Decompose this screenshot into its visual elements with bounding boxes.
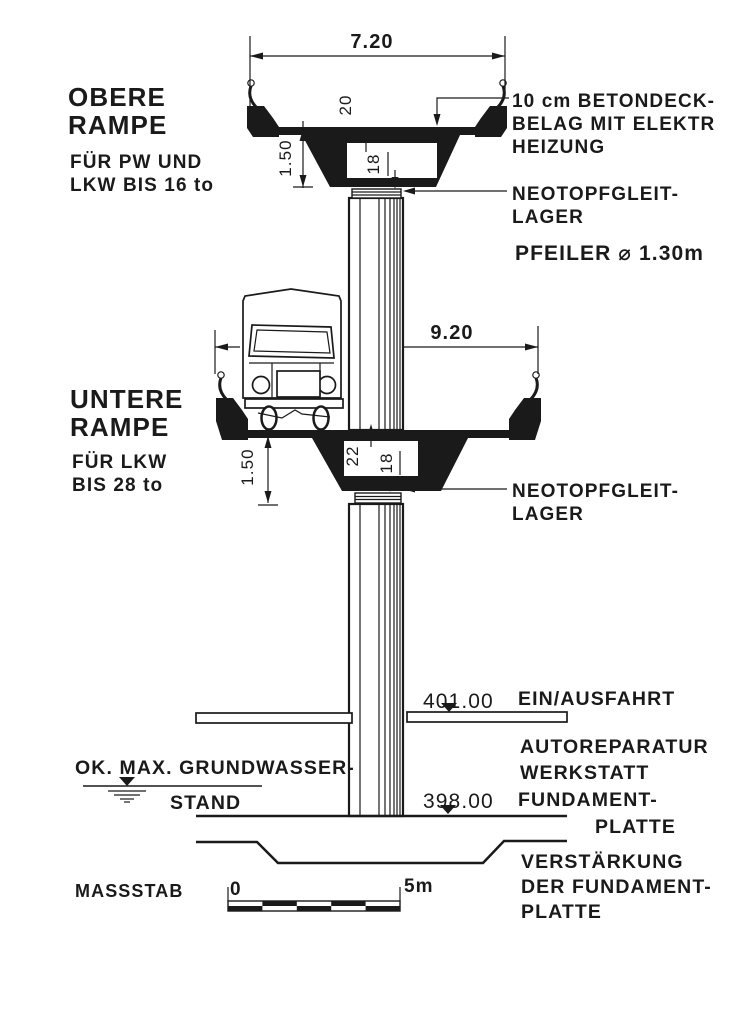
truck-windshield: [248, 324, 335, 359]
lower-ramp-subtitle-line2: BIS 28 to: [72, 475, 163, 496]
upper-ramp-cross-section: [247, 79, 507, 199]
groundwater-hatching: [108, 790, 146, 803]
bearing-upper: [351, 188, 402, 199]
bearing-lower-label-line2: LAGER: [512, 504, 584, 525]
dim-value: 9.20: [430, 322, 473, 344]
arrowhead-icon: [264, 436, 272, 448]
truck-headlight-right: [317, 375, 337, 395]
pier-upper-segment: [347, 196, 405, 432]
level-marker-398: [440, 805, 456, 814]
dim-value: 1.50: [238, 448, 257, 486]
workshop-label-line1: AUTOREPARATUR: [520, 736, 709, 758]
arrowhead-icon: [433, 114, 441, 126]
leader-deck-surface: [436, 97, 509, 118]
bearing-lower-label-line1: NEOTOPFGLEIT-: [512, 481, 679, 502]
pier-upper-shading: [359, 198, 401, 430]
foundation-level-value: 398.00: [423, 790, 494, 813]
groundwater-marker-icon: [119, 777, 135, 786]
pier-label: PFEILER ⌀ 1.30m: [515, 242, 704, 265]
dim-value: 18: [364, 153, 383, 174]
dim-value: 22: [343, 445, 362, 466]
workshop-floor-slab-left: [195, 712, 353, 724]
dim-value: 18: [377, 452, 396, 473]
deck-surface-note-line2: BELAG MIT ELEKTR: [512, 114, 715, 135]
dim-value: 1.50: [276, 139, 295, 177]
reinforcement-label-line2: DER FUNDAMENT-: [521, 876, 712, 898]
truck-headlight-left: [251, 375, 271, 395]
deck-surface-note-line1: 10 cm BETONDECK-: [512, 91, 715, 112]
arrowhead-icon: [492, 52, 505, 60]
upper-deck-dimensions: 1.50 20 18: [276, 94, 399, 189]
arrowhead-icon: [391, 177, 399, 189]
arrowhead-icon: [403, 485, 415, 493]
deck-slab: [248, 430, 509, 438]
reinforcement-label-line1: VERSTÄRKUNG: [521, 850, 684, 873]
text-labels: OBERE RAMPE FÜR PW UND LKW BIS 16 to UNT…: [68, 82, 715, 923]
truck-wheel-right: [312, 405, 330, 431]
arrowhead-icon: [299, 175, 307, 187]
reinforcement-label-line3: PLATTE: [521, 901, 602, 923]
truck-wheel-left: [260, 405, 278, 431]
truck-grille: [276, 370, 321, 398]
upper-ramp-subtitle-line1: FÜR PW UND: [70, 152, 202, 173]
deck-surface-note-line3: HEIZUNG: [512, 137, 605, 158]
dimension-top-width: 7.20: [249, 31, 506, 110]
arrowhead-icon: [299, 129, 307, 141]
arrowhead-icon: [367, 424, 375, 436]
truck-drawing: [242, 288, 344, 431]
dim-value: 20: [336, 94, 355, 115]
entrance-label: EIN/AUSFAHRT: [518, 688, 675, 710]
foundation-label-line1: FUNDAMENT-: [518, 789, 658, 811]
level-marker-401: [441, 703, 457, 712]
box-girder-cell: [344, 441, 418, 476]
box-girder-cell: [347, 143, 437, 178]
scale-label: MASSSTAB: [75, 881, 183, 901]
lower-deck-dimensions: 1.50 22 18: [238, 424, 401, 506]
lamp-hook-icon: [217, 371, 225, 379]
dimension-lower-width: 9.20: [214, 322, 539, 374]
entrance-level-value: 401.00: [423, 690, 494, 713]
deck-slab: [279, 127, 475, 135]
groundwater-label-line1: OK. MAX. GRUNDWASSER-: [75, 757, 355, 779]
arrowhead-icon: [362, 128, 370, 140]
upper-ramp-title-line1: OBERE: [68, 82, 166, 112]
pier: [347, 196, 405, 818]
lamp-hook-icon: [247, 79, 255, 87]
scale-end-value: 5m: [404, 876, 434, 897]
pier-lower-segment: [347, 502, 405, 818]
parapet-right: [475, 106, 507, 137]
groundwater-label-line2: STAND: [170, 792, 241, 814]
lower-ramp-title-line1: UNTERE: [70, 384, 184, 414]
site-lines: [83, 703, 568, 865]
pier-lower-shading: [359, 504, 401, 816]
workshop-label-line2: WERKSTATT: [520, 762, 649, 784]
arrowhead-icon: [386, 480, 394, 492]
dim-value: 7.20: [350, 31, 393, 53]
bearing-upper-label-line1: NEOTOPFGLEIT-: [512, 184, 679, 205]
upper-ramp-title-line2: RAMPE: [68, 110, 167, 140]
bearing-lower: [354, 492, 402, 504]
leader-lines: [403, 97, 509, 493]
lower-ramp-title-line2: RAMPE: [70, 412, 169, 442]
parapet-left: [247, 106, 279, 137]
lower-ramp-subtitle-line1: FÜR LKW: [72, 452, 167, 473]
foundation-reinforcement-outline: [196, 839, 567, 865]
upper-ramp-subtitle-line2: LKW BIS 16 to: [70, 175, 214, 196]
scale-bar: [227, 887, 401, 912]
lower-ramp-cross-section: [216, 371, 541, 504]
arrowhead-icon: [215, 343, 228, 351]
foundation-label-line2: PLATTE: [595, 816, 676, 838]
scale-start-value: 0: [230, 879, 242, 900]
arrowhead-icon: [250, 52, 263, 60]
truck-axle: [257, 409, 331, 419]
bearing-upper-label-line2: LAGER: [512, 207, 584, 228]
arrowhead-icon: [525, 343, 538, 351]
truck-bumper: [244, 398, 344, 409]
arrowhead-icon: [264, 491, 272, 503]
arrowhead-icon: [403, 187, 415, 195]
parapet-left: [216, 398, 248, 440]
workshop-floor-slab-right: [406, 711, 568, 723]
parapet-right: [509, 398, 541, 440]
